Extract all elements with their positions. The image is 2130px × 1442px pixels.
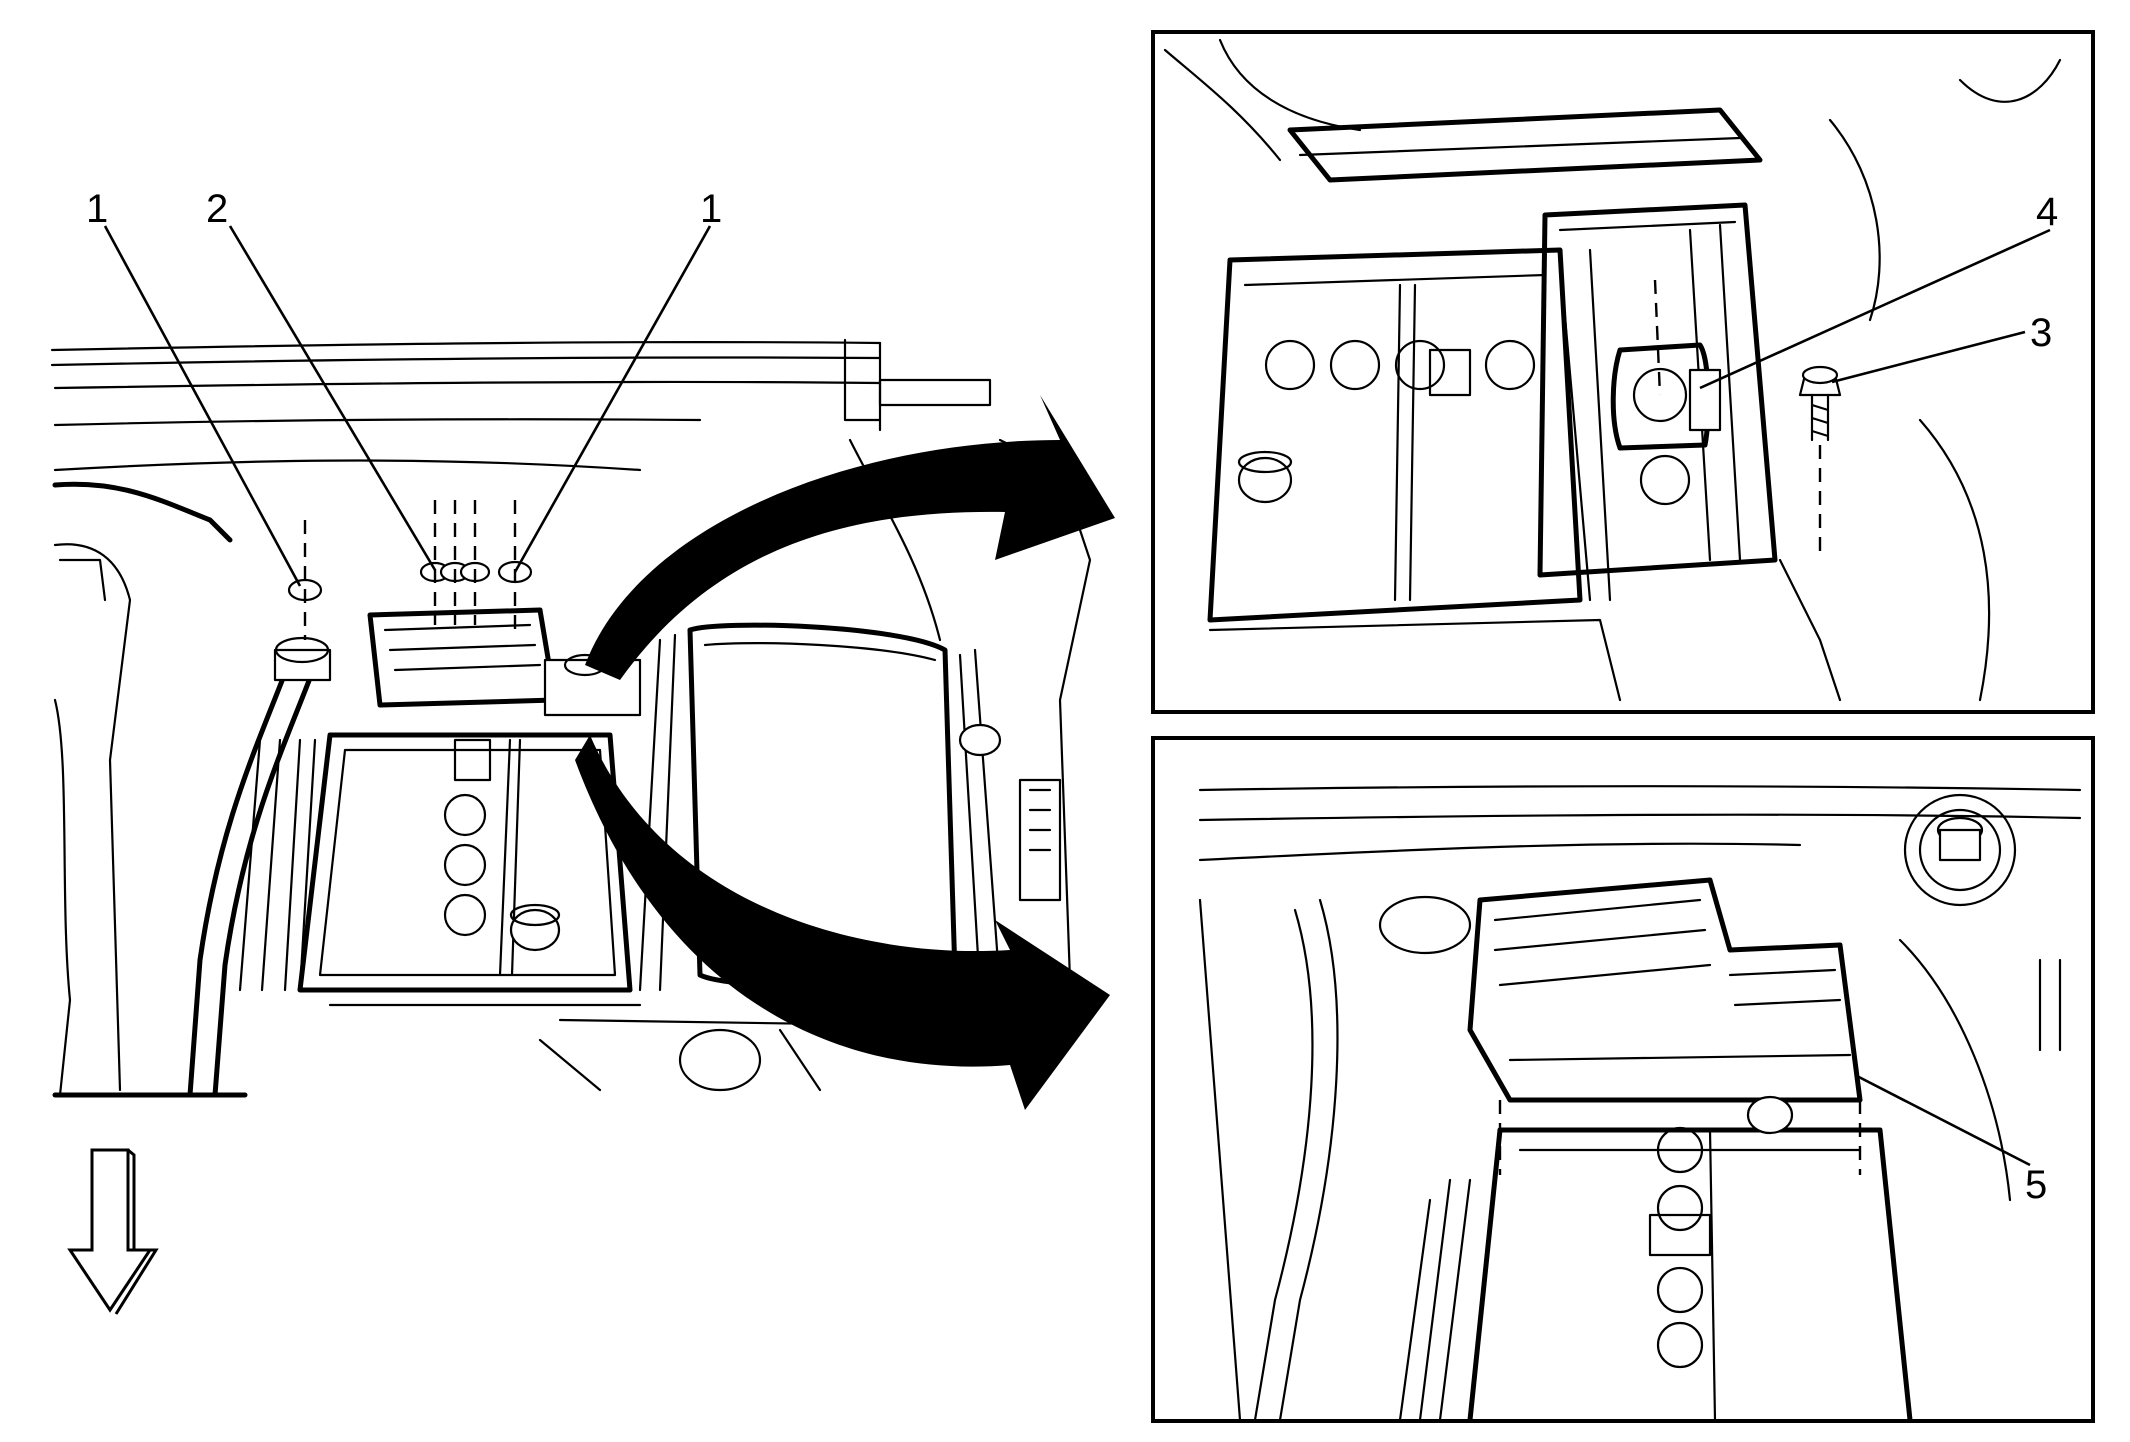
detail-inset-top — [1151, 30, 2095, 714]
leader-3 — [1831, 330, 2026, 384]
curved-arrow-icon — [575, 395, 1115, 1110]
leader-4 — [1699, 228, 2051, 390]
callout-labels: 1 2 1 4 3 5 — [86, 187, 2058, 1207]
callout-4: 4 — [2036, 190, 2058, 234]
callout-5: 5 — [2025, 1163, 2047, 1207]
leader-1-left — [103, 225, 302, 587]
leader-1-right — [513, 225, 712, 573]
detail-inset-bottom — [1151, 736, 2095, 1423]
leader-2 — [228, 225, 437, 571]
main-engine-bay-view — [50, 338, 1092, 1098]
down-outline-arrow-icon — [67, 1148, 159, 1315]
leader-5 — [1854, 1073, 2031, 1167]
callout-1-right: 1 — [700, 187, 722, 231]
callout-3: 3 — [2030, 311, 2052, 355]
callout-2: 2 — [206, 187, 228, 231]
callout-1-left: 1 — [86, 187, 108, 231]
leader-lines — [103, 225, 2051, 1167]
